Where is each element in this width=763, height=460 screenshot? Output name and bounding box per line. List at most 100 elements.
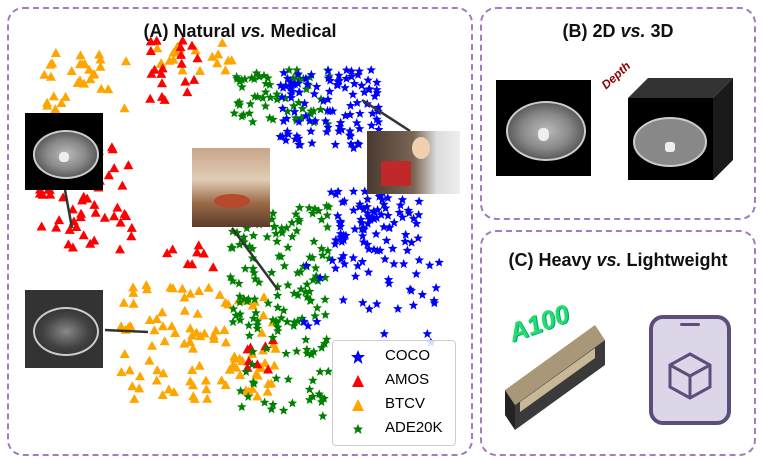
legend-item-ade20k: ADE20K [333, 417, 455, 439]
scatter-point-ade20k [316, 214, 327, 224]
scatter-point-coco [333, 186, 343, 196]
scatter-point-coco [367, 108, 378, 118]
scatter-point-btcv [220, 380, 231, 389]
scatter-point-ade20k [268, 208, 278, 218]
scatter-point-btcv [203, 282, 214, 292]
scatter-point-ade20k [235, 315, 245, 325]
scatter-point-ade20k [292, 316, 303, 326]
scatter-point-amos [176, 58, 187, 68]
scatter-point-btcv [190, 45, 201, 55]
scatter-point-ade20k [296, 284, 306, 294]
scatter-point-ade20k [272, 236, 282, 246]
scatter-point-amos [151, 35, 162, 45]
scatter-point-coco [348, 253, 359, 263]
scatter-point-coco [341, 230, 351, 240]
legend-label: AMOS [385, 371, 430, 388]
child-photo [367, 131, 460, 194]
scatter-point-btcv [185, 288, 196, 298]
scatter-point-coco [294, 116, 304, 126]
title-text: (B) 2D [562, 21, 621, 41]
scatter-point-ade20k [321, 334, 332, 344]
scatter-point-ade20k [276, 313, 287, 323]
scatter-point-amos [182, 87, 193, 97]
scatter-point-btcv [127, 381, 138, 391]
scatter-point-amos [175, 42, 186, 52]
scatter-point-btcv [157, 307, 168, 317]
scatter-point-ade20k [316, 243, 327, 253]
scatter-point-ade20k [307, 252, 318, 262]
scatter-point-coco [401, 229, 411, 239]
scatter-point-coco [354, 123, 365, 133]
scatter-point-ade20k [280, 93, 291, 103]
scatter-point-coco [323, 94, 333, 104]
scatter-point-ade20k [225, 272, 236, 282]
scatter-point-amos [157, 78, 167, 88]
scatter-point-coco [311, 81, 322, 91]
scatter-point-btcv [56, 98, 67, 107]
scatter-point-ade20k [322, 222, 333, 232]
scatter-point-coco [373, 117, 384, 127]
scatter-point-btcv [201, 384, 212, 394]
scatter-point-btcv [188, 343, 198, 353]
scatter-point-amos [193, 240, 204, 250]
scatter-point-coco [335, 232, 346, 242]
panel-a-title: (A) Natural vs. Medical [9, 21, 471, 42]
scatter-point-coco [310, 115, 320, 125]
scatter-point-coco [277, 92, 287, 102]
scatter-point-btcv [189, 393, 200, 403]
scatter-point-ade20k [309, 236, 319, 246]
scatter-point-btcv [89, 69, 100, 79]
panel-heavy-vs-lightweight: (C) Heavy vs. Lightweight [480, 230, 756, 456]
scatter-point-btcv [95, 54, 106, 64]
scatter-point-amos [159, 94, 170, 104]
scatter-point-coco [373, 102, 384, 112]
scatter-point-coco [377, 194, 387, 204]
mri-image [25, 290, 103, 368]
scatter-point-coco [323, 65, 333, 75]
scatter-point-coco [339, 235, 349, 245]
scatter-point-coco [282, 126, 293, 136]
scatter-point-coco [362, 194, 373, 204]
scatter-point-ade20k [306, 349, 317, 359]
scatter-point-coco [346, 139, 356, 149]
scatter-point-ade20k [324, 253, 334, 263]
scatter-point-btcv [50, 104, 61, 114]
scatter-point-btcv [252, 391, 263, 401]
scatter-point-coco [339, 196, 350, 206]
scatter-point-ade20k [287, 217, 297, 227]
scatter-point-btcv [177, 65, 188, 75]
scatter-point-ade20k [252, 323, 263, 333]
scatter-point-amos [89, 199, 100, 209]
scatter-point-btcv [85, 74, 96, 84]
scatter-point-ade20k [297, 103, 308, 113]
scatter-point-ade20k [234, 100, 245, 110]
scatter-point-coco [384, 222, 395, 232]
scatter-point-btcv [124, 365, 135, 375]
scatter-point-coco [395, 200, 406, 210]
scatter-point-btcv [251, 368, 262, 378]
scatter-point-ade20k [265, 79, 275, 89]
scatter-point-ade20k [246, 73, 257, 83]
scatter-point-btcv [116, 321, 127, 331]
scatter-point-coco [402, 245, 413, 255]
scatter-point-ade20k [262, 232, 272, 242]
scatter-point-coco [358, 297, 368, 307]
scatter-point-ade20k [228, 317, 238, 327]
title-text: (C) Heavy [508, 250, 597, 270]
scatter-point-coco [330, 263, 341, 273]
scatter-point-coco [301, 111, 311, 121]
scatter-point-btcv [95, 61, 106, 71]
scatter-point-coco [334, 121, 345, 131]
scatter-point-coco [376, 209, 386, 219]
scatter-point-coco [278, 82, 288, 92]
scatter-point-coco [383, 274, 394, 284]
scatter-point-ade20k [281, 348, 291, 358]
scatter-point-btcv [134, 383, 145, 393]
scatter-point-btcv [194, 286, 204, 295]
scatter-point-coco [315, 272, 325, 282]
scatter-point-coco [330, 139, 341, 149]
scatter-point-ade20k [263, 73, 273, 83]
scatter-point-amos [192, 247, 203, 257]
scatter-point-amos [63, 239, 74, 249]
scatter-point-ade20k [241, 366, 251, 376]
